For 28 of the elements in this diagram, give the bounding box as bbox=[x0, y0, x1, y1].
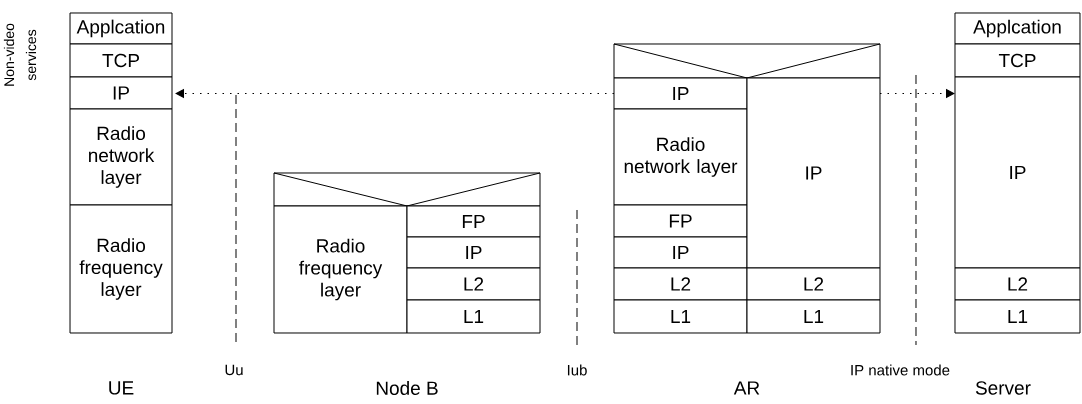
interface-label: Uu bbox=[225, 364, 243, 376]
layer-cell: IP bbox=[613, 236, 748, 269]
layer-cell: L1 bbox=[954, 299, 1081, 334]
layer-cell: L1 bbox=[613, 299, 748, 334]
layer-cell: L2 bbox=[406, 267, 541, 301]
layer-cell: Radio frequency layer bbox=[69, 204, 173, 334]
stack-title: Server bbox=[975, 381, 1031, 395]
layer-cell: IP bbox=[69, 76, 173, 110]
layer-cell: TCP bbox=[954, 43, 1081, 78]
stack-title: Node B bbox=[376, 381, 438, 395]
layer-cell: Applcation bbox=[69, 12, 173, 45]
layer-cell: TCP bbox=[69, 43, 173, 78]
layer-cell: FP bbox=[613, 204, 748, 238]
layer-cell: L2 bbox=[746, 267, 881, 301]
interface-label: Iub bbox=[567, 364, 587, 376]
layer-cell: IP bbox=[613, 77, 748, 110]
layer-cell: Radio frequency layer bbox=[273, 205, 408, 334]
layer-cell: L2 bbox=[954, 267, 1081, 301]
layer-cell: L2 bbox=[613, 267, 748, 301]
stack-title: UE bbox=[109, 381, 134, 395]
side-label: Non-video services bbox=[3, 23, 37, 86]
interface-label: IP native mode bbox=[851, 364, 950, 376]
stack-title: AR bbox=[733, 381, 760, 395]
layer-cell: L1 bbox=[746, 299, 881, 334]
layer-cell: Applcation bbox=[954, 12, 1081, 45]
layer-cell: L1 bbox=[406, 299, 541, 334]
layer-cell: FP bbox=[406, 205, 541, 238]
layer-cell: IP bbox=[406, 236, 541, 269]
